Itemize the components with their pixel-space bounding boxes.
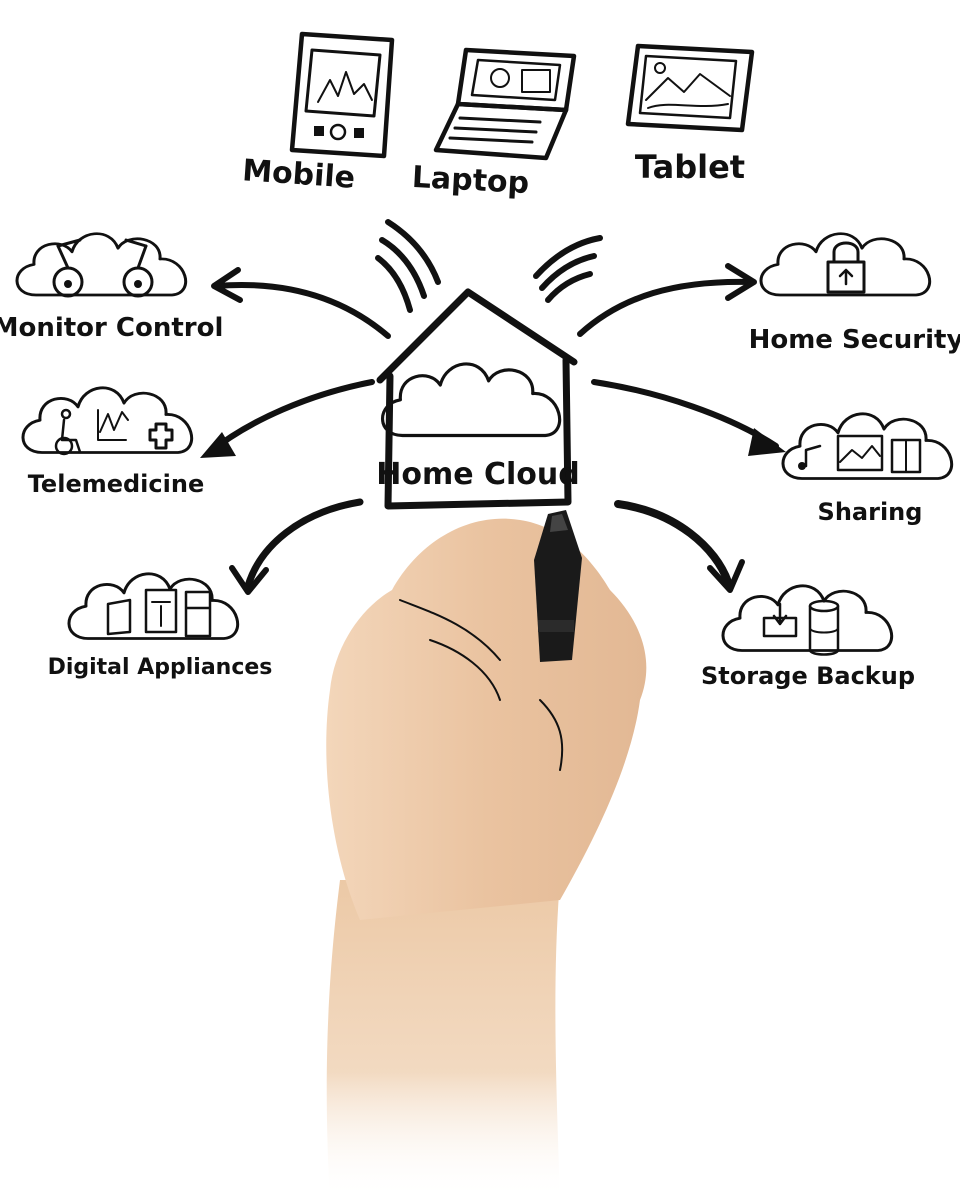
media-sharing-cloud-icon xyxy=(781,412,954,480)
home-cloud-label: Home Cloud xyxy=(376,457,580,492)
home-cloud-hub: Home Cloud xyxy=(376,288,580,510)
service-label-sharing: Sharing xyxy=(818,498,923,526)
service-sharing: Sharing xyxy=(781,412,954,526)
marker-pen xyxy=(534,510,582,662)
device-label-tablet: Tablet xyxy=(635,148,745,186)
device-label-mobile: Mobile xyxy=(241,153,356,196)
telemedicine-cloud-icon xyxy=(21,386,194,456)
arrow-to-monitor-control xyxy=(211,267,391,339)
arrow-to-digital-appliances xyxy=(229,498,364,595)
service-label-home-security: Home Security xyxy=(749,325,960,355)
service-label-telemedicine: Telemedicine xyxy=(28,470,204,498)
service-label-digital-appliances: Digital Appliances xyxy=(48,655,273,680)
appliances-cloud-icon xyxy=(67,572,240,640)
mobile-phone-icon xyxy=(289,31,395,159)
device-tablet: Tablet xyxy=(625,43,755,186)
service-digital-appliances: Digital Appliances xyxy=(48,572,273,680)
arrow-to-sharing xyxy=(591,379,786,456)
service-home-security: Home Security xyxy=(749,232,960,355)
service-telemedicine: Telemedicine xyxy=(21,386,204,498)
device-laptop: Laptop xyxy=(411,47,577,201)
service-label-storage-backup: Storage Backup xyxy=(701,662,915,690)
storage-drive-cloud-icon xyxy=(721,584,894,656)
service-monitor-control: Monitor Control xyxy=(0,232,223,343)
arrow-to-telemedicine xyxy=(200,379,375,458)
forearm xyxy=(326,880,560,1200)
connector-arrows xyxy=(200,263,786,595)
wifi-signal-left-icon xyxy=(375,219,441,313)
arrow-to-storage-backup xyxy=(614,500,745,593)
padlock-cloud-icon xyxy=(759,232,932,297)
security-camera-cloud-icon xyxy=(15,232,188,298)
hand-holding-marker xyxy=(326,510,647,1200)
arrow-to-home-security xyxy=(577,263,757,337)
service-label-monitor-control: Monitor Control xyxy=(0,313,223,343)
tablet-icon xyxy=(625,43,755,133)
house-cloud-icon xyxy=(376,288,578,510)
laptop-icon xyxy=(433,47,577,161)
device-label-laptop: Laptop xyxy=(411,160,530,201)
wifi-signal-right-icon xyxy=(533,235,603,303)
device-mobile: Mobile xyxy=(241,31,395,196)
hand xyxy=(326,518,647,920)
service-storage-backup: Storage Backup xyxy=(701,584,915,690)
